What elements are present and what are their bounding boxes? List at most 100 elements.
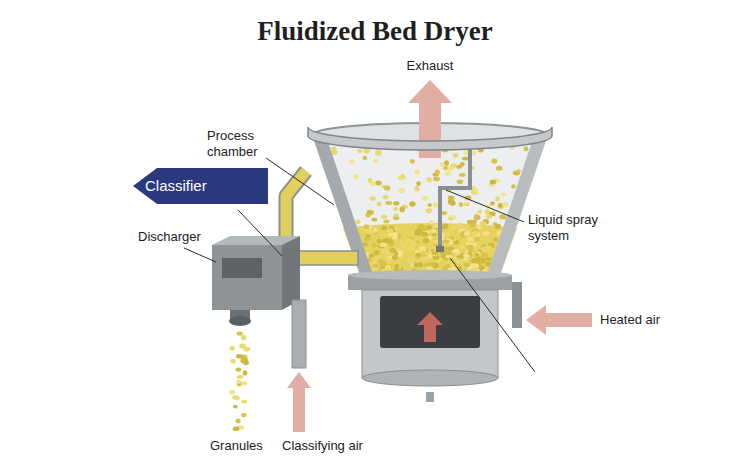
- granule: [422, 196, 429, 201]
- granule: [523, 147, 528, 152]
- granule: [441, 253, 446, 258]
- granule: [485, 245, 492, 249]
- granule: [491, 158, 497, 163]
- granule: [233, 427, 240, 432]
- granule: [233, 405, 238, 409]
- granule: [457, 222, 463, 227]
- granule: [229, 390, 235, 395]
- discharger-outlet: [229, 316, 251, 326]
- granule: [381, 226, 387, 231]
- granule: [440, 162, 445, 167]
- granule: [376, 239, 382, 244]
- granule: [354, 174, 359, 179]
- granule: [377, 202, 382, 207]
- granule: [457, 180, 464, 184]
- granule: [378, 260, 385, 265]
- discharger-side: [282, 236, 300, 310]
- granule: [485, 257, 492, 261]
- plenum-window: [380, 296, 480, 348]
- granule: [407, 237, 414, 242]
- granule: [400, 174, 405, 179]
- node-label: Classifier: [145, 177, 207, 195]
- granule: [428, 262, 435, 267]
- flow-label: Classifying air: [282, 438, 382, 454]
- granule: [380, 243, 387, 247]
- granule: [445, 171, 451, 176]
- granule: [390, 248, 396, 253]
- granule: [370, 181, 376, 186]
- granule: [516, 169, 521, 173]
- granule: [481, 252, 488, 257]
- flange-top: [348, 270, 512, 280]
- drain: [426, 392, 434, 402]
- granule: [240, 359, 246, 364]
- chamber-wall: [487, 135, 548, 275]
- granule: [425, 208, 432, 213]
- granule: [362, 242, 368, 246]
- granule: [490, 180, 497, 185]
- granule: [236, 367, 242, 371]
- granule: [230, 359, 235, 364]
- spray-nozzle: [436, 246, 444, 252]
- granule: [495, 196, 499, 201]
- granule: [241, 400, 247, 404]
- granule: [400, 239, 404, 244]
- granule: [414, 230, 420, 236]
- granule: [386, 228, 393, 232]
- granule: [356, 220, 361, 224]
- granule: [478, 210, 483, 214]
- granule: [463, 254, 470, 258]
- granule: [394, 264, 399, 270]
- classifying-air-arrow: [287, 372, 311, 432]
- granule: [241, 381, 247, 385]
- granule: [357, 149, 362, 153]
- granule: [457, 259, 464, 264]
- granule: [385, 267, 390, 271]
- granule: [429, 220, 434, 224]
- plenum-bottom: [362, 370, 498, 386]
- granule: [387, 258, 392, 262]
- diagram-title: Fluidized Bed Dryer: [0, 16, 750, 47]
- granule: [477, 225, 482, 229]
- granule: [473, 188, 478, 193]
- granule: [349, 159, 354, 164]
- granule: [418, 262, 423, 267]
- granule: [393, 201, 399, 205]
- leader-line: [184, 248, 216, 262]
- granule: [430, 229, 436, 233]
- inlet-bracket: [512, 282, 522, 328]
- granule: [433, 177, 440, 182]
- granule: [475, 253, 480, 257]
- granule: [237, 375, 244, 379]
- granule: [472, 230, 477, 235]
- granule: [241, 335, 246, 340]
- granule: [454, 249, 460, 253]
- granule: [236, 419, 241, 424]
- granule: [407, 258, 414, 262]
- granule: [495, 224, 502, 229]
- heated-air-arrow: [526, 305, 592, 335]
- flow-label: Exhaust: [406, 58, 454, 74]
- granule: [474, 237, 480, 241]
- granule: [406, 238, 412, 242]
- granule: [373, 159, 378, 163]
- granule: [415, 169, 420, 174]
- granule: [459, 202, 464, 207]
- leader-line: [266, 158, 334, 205]
- leader-line: [450, 258, 535, 372]
- granule: [443, 166, 448, 170]
- granule: [453, 256, 458, 261]
- granule: [410, 159, 415, 163]
- granule: [474, 215, 481, 220]
- airflow-arrow: [417, 312, 443, 342]
- granule: [453, 153, 459, 158]
- granule: [414, 186, 419, 191]
- granule: [470, 223, 476, 228]
- granule: [392, 255, 398, 260]
- granule: [421, 256, 428, 261]
- granule: [374, 251, 379, 256]
- granule: [442, 223, 448, 228]
- part-label: Liquid spray system: [528, 212, 612, 244]
- granule: [384, 185, 390, 190]
